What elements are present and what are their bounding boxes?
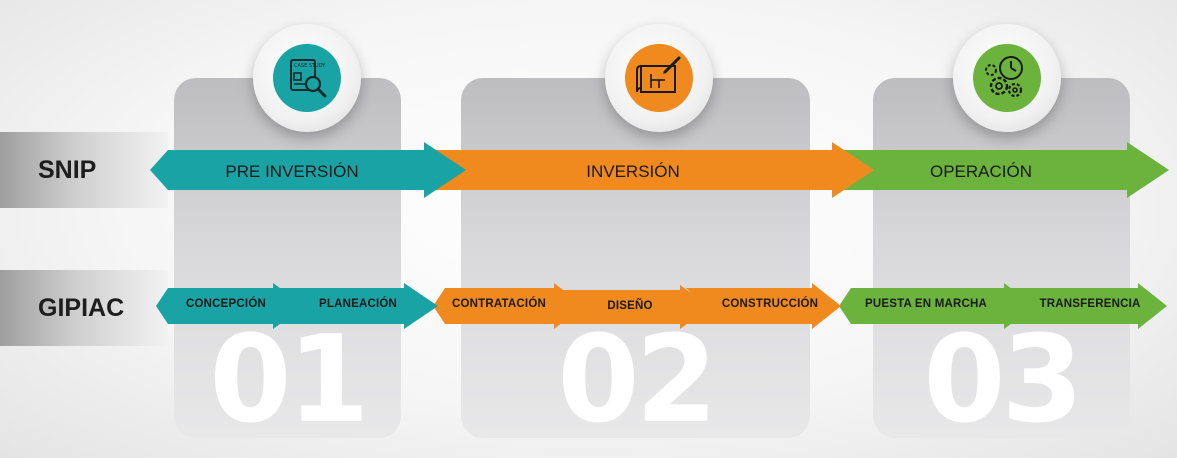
arrow-concepcion [156,283,305,329]
arrow-operacion [828,142,1169,198]
arrow-planeacion [275,283,438,329]
phase-icon-badge-3 [953,24,1061,132]
phase-number-3: 03 [923,308,1083,450]
phase-icon-badge-1: CASE STUDY [253,24,361,132]
gears-clock-icon [973,44,1041,112]
row-label-gipiac: GIPIAC [0,270,168,346]
document-search-icon: CASE STUDY [273,44,341,112]
arrow-contratacion [433,283,584,329]
arrow-inversion [432,142,874,198]
arrow-puesta-en-marcha [839,283,1035,329]
phase-panel-3: 03 [873,78,1130,450]
stage-label-puesta-en-marcha: PUESTA EN MARCHA [864,298,988,310]
phase-number-1: 01 [209,308,369,450]
phase-number-2: 02 [557,308,717,450]
arrow-diseno [560,285,710,329]
blueprint-icon [625,44,693,112]
stage-label-diseno: DISEÑO [607,300,653,312]
arrow-transferencia [1008,283,1167,329]
phase-label-inversion: INVERSIÓN [586,162,680,181]
arrow-pre-inversion [150,142,466,198]
phase-icon-badge-2 [605,24,713,132]
row-label-snip: SNIP [0,132,168,208]
row-label-snip-text: SNIP [38,155,97,184]
phase-label-pre-inversion: PRE INVERSIÓN [225,162,359,181]
phase-label-operacion: OPERACIÓN [929,162,1033,181]
row-label-gipiac-text: GIPIAC [38,293,125,322]
phase-panel-1: 01 [174,78,401,450]
phase-panel-2: 02 [461,78,810,450]
arrow-construccion [686,283,841,329]
stage-label-construccion: CONSTRUCCIÓN [721,298,819,310]
stage-label-transferencia: TRANSFERENCIA [1039,298,1141,310]
stage-label-contratacion: CONTRATACIÓN [452,298,546,310]
stage-label-concepcion: CONCEPCIÓN [186,298,266,310]
stage-label-planeacion: PLANEACIÓN [318,298,398,310]
case-study-text: CASE STUDY [294,63,326,69]
